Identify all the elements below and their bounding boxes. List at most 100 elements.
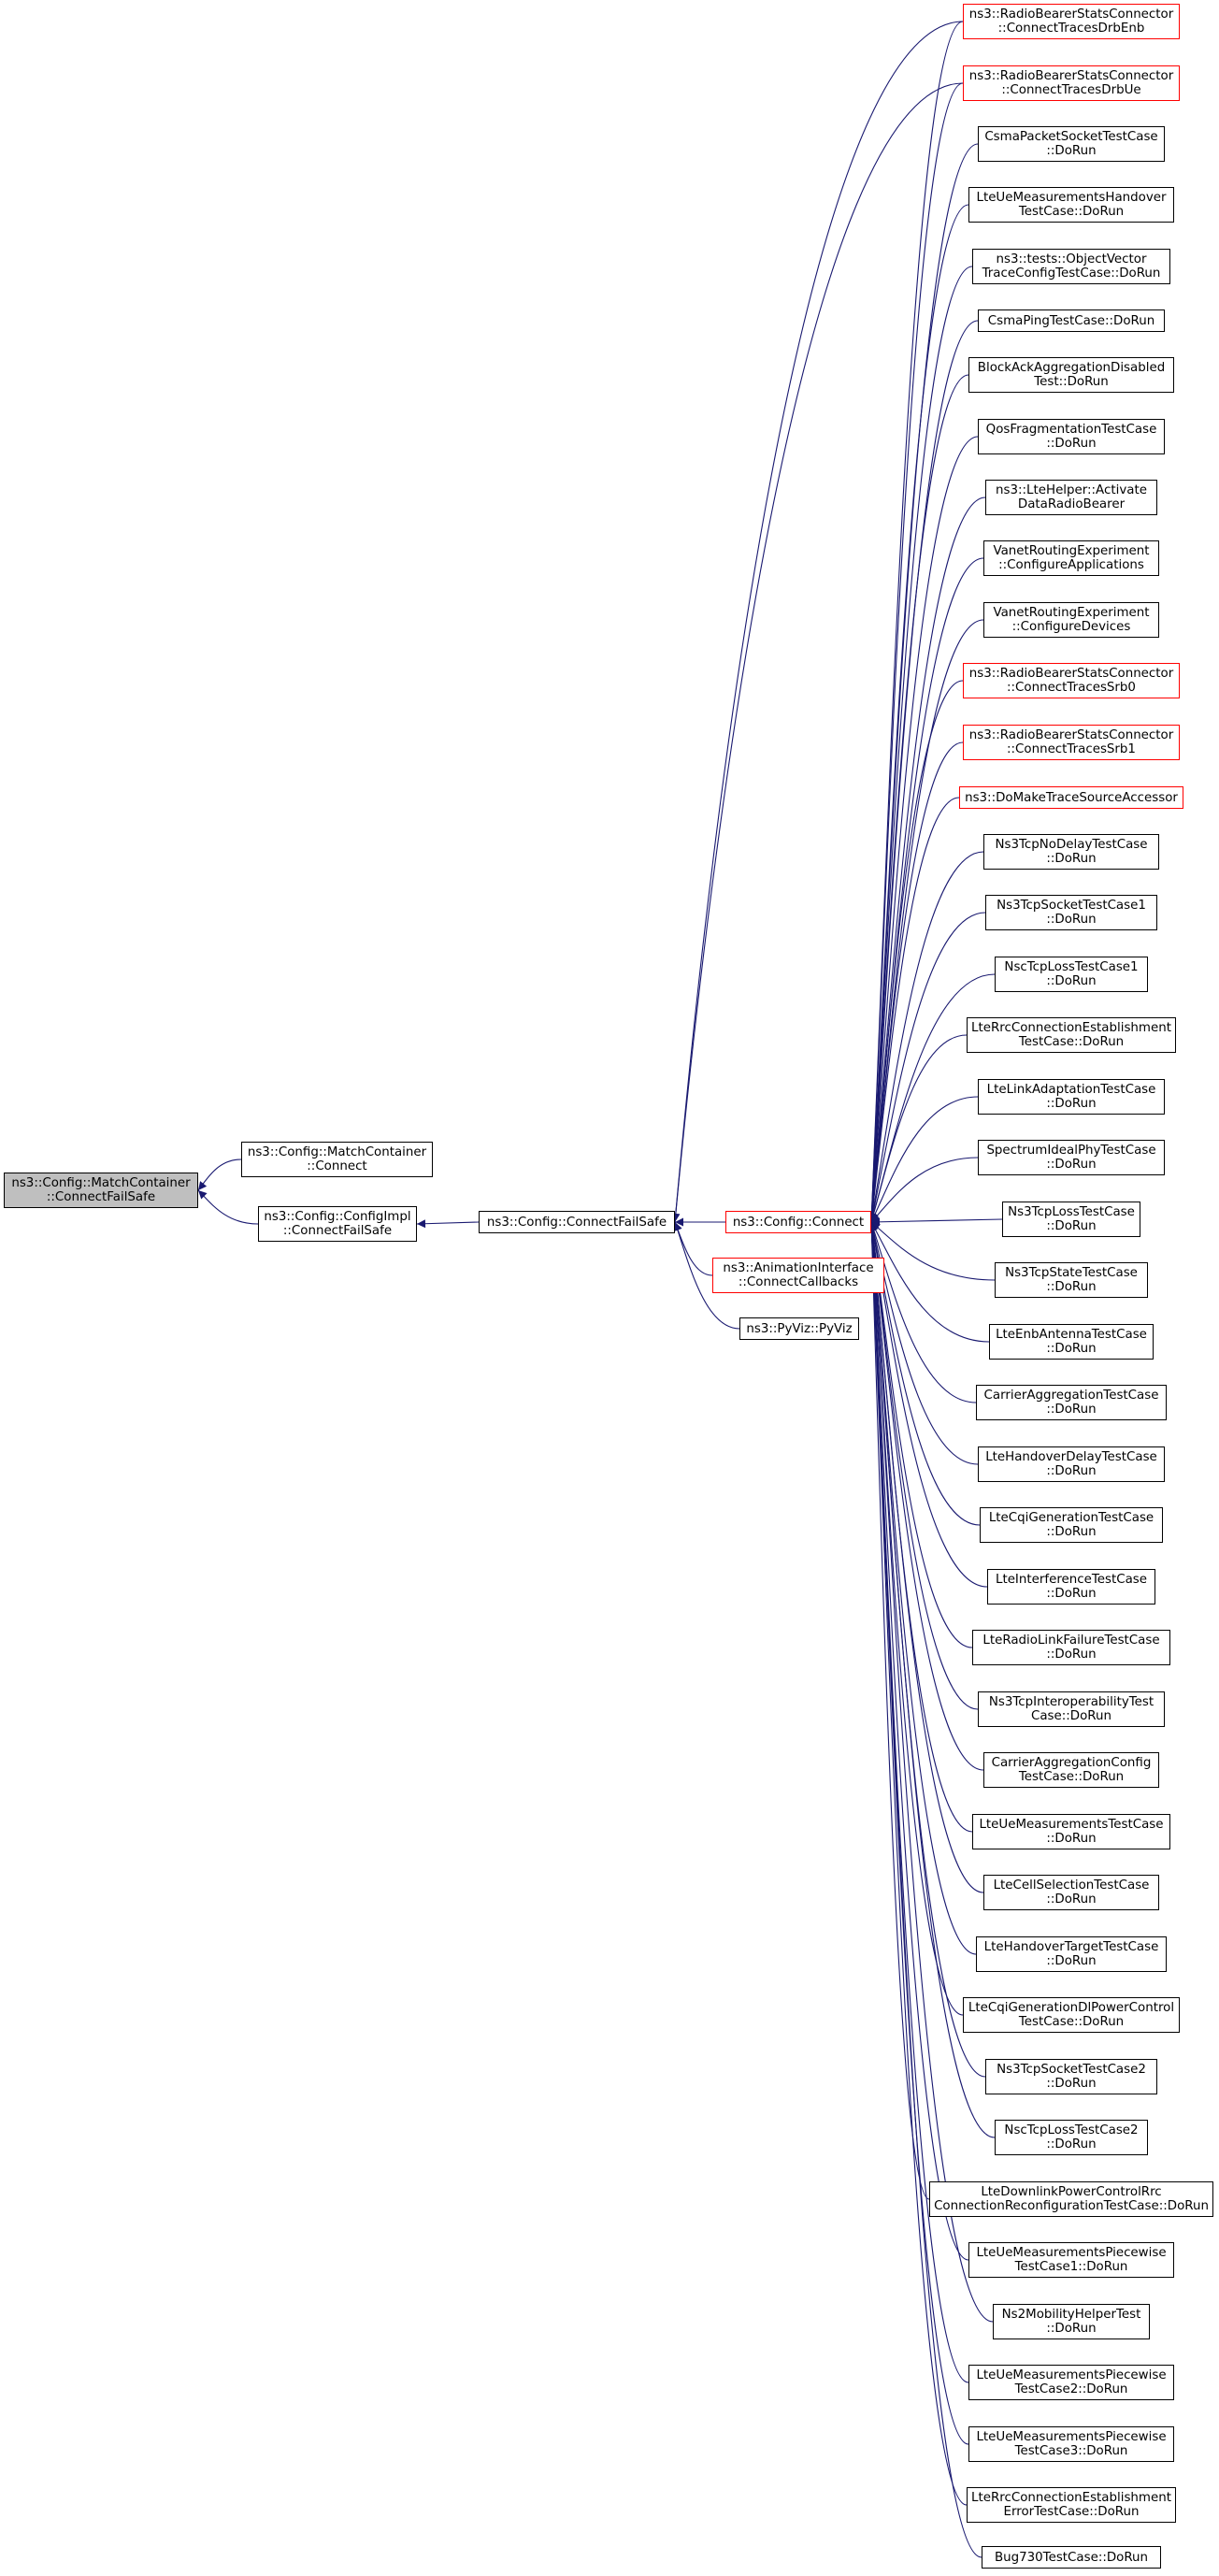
node-matchcontainer-connect[interactable]: ns3::Config::MatchContainer ::Connect bbox=[241, 1142, 433, 1177]
node-label-line: ns3::Config::MatchContainer bbox=[11, 1176, 191, 1190]
node-label-line: TestCase1::DoRun bbox=[1014, 2260, 1128, 2274]
node-ltecqigenerationdlpowercontroltestcase[interactable]: LteCqiGenerationDlPowerControl TestCase:… bbox=[963, 1997, 1180, 2033]
node-ns3tcpsockettestcase2[interactable]: Ns3TcpSocketTestCase2 ::DoRun bbox=[985, 2059, 1157, 2094]
node-pyviz-pyviz[interactable]: ns3::PyViz::PyViz bbox=[739, 1317, 859, 1340]
node-lteinterferencetestcase[interactable]: LteInterferenceTestCase ::DoRun bbox=[987, 1569, 1155, 1605]
node-connecttracessrb1[interactable]: ns3::RadioBearerStatsConnector ::Connect… bbox=[963, 725, 1180, 760]
node-label-line: LteRadioLinkFailureTestCase bbox=[982, 1633, 1160, 1648]
node-ltehelper-activatedataradiobearer[interactable]: ns3::LteHelper::Activate DataRadioBearer bbox=[985, 480, 1157, 515]
node-lteradiolinkfailuretestcase[interactable]: LteRadioLinkFailureTestCase ::DoRun bbox=[972, 1630, 1170, 1665]
node-ltecellselectiontestcase[interactable]: LteCellSelectionTestCase ::DoRun bbox=[983, 1875, 1159, 1910]
node-label-line: ::DoRun bbox=[1046, 2077, 1097, 2091]
node-lteuemeasurementspiecewisetestcase1[interactable]: LteUeMeasurementsPiecewise TestCase1::Do… bbox=[968, 2242, 1174, 2278]
node-lteuemeasurementspiecewisetestcase3[interactable]: LteUeMeasurementsPiecewise TestCase3::Do… bbox=[968, 2426, 1174, 2462]
edge-n3-to-n2 bbox=[416, 1219, 480, 1229]
node-label-line: CarrierAggregationTestCase bbox=[983, 1389, 1159, 1403]
node-label-line: ns3::Config::ConfigImpl bbox=[264, 1210, 411, 1224]
node-label-line: ::ConnectFailSafe bbox=[282, 1224, 393, 1238]
node-objectvectortraceconfigtestcase[interactable]: ns3::tests::ObjectVector TraceConfigTest… bbox=[972, 249, 1170, 284]
node-bug730testcase[interactable]: Bug730TestCase::DoRun bbox=[982, 2546, 1161, 2569]
node-label-line: BlockAckAggregationDisabled bbox=[977, 361, 1166, 375]
node-label-line: Ns2MobilityHelperTest bbox=[1001, 2308, 1141, 2322]
node-vanetroutingexperiment-configureapplications[interactable]: VanetRoutingExperiment ::ConfigureApplic… bbox=[983, 540, 1159, 576]
node-lteuemeasurementspiecewisetestcase2[interactable]: LteUeMeasurementsPiecewise TestCase2::Do… bbox=[968, 2365, 1174, 2400]
edge-r23-to-n4 bbox=[869, 1221, 977, 1403]
edge-r8-to-n4 bbox=[868, 496, 986, 1223]
node-label-line: Test::DoRun bbox=[1034, 375, 1109, 389]
edge-r21-to-n4 bbox=[870, 1221, 996, 1281]
node-label-line: ::ConnectTracesDrbUe bbox=[1001, 83, 1141, 97]
node-ltecqigenerationtestcase[interactable]: LteCqiGenerationTestCase ::DoRun bbox=[980, 1507, 1163, 1543]
node-csmapacketsockettestcase[interactable]: CsmaPacketSocketTestCase ::DoRun bbox=[978, 126, 1165, 162]
node-label-line: Ns3TcpLossTestCase bbox=[1008, 1205, 1135, 1219]
node-config-connect[interactable]: ns3::Config::Connect bbox=[725, 1211, 871, 1233]
node-csmapingtestcase[interactable]: CsmaPingTestCase::DoRun bbox=[978, 309, 1165, 332]
node-configimpl-connectfailsafe[interactable]: ns3::Config::ConfigImpl ::ConnectFailSaf… bbox=[258, 1206, 417, 1242]
node-vanetroutingexperiment-configuredevices[interactable]: VanetRoutingExperiment ::ConfigureDevice… bbox=[983, 602, 1159, 638]
node-connecttracesdrbue[interactable]: ns3::RadioBearerStatsConnector ::Connect… bbox=[963, 65, 1180, 101]
edge-r1-to-n3 bbox=[671, 82, 964, 1223]
node-ns3tcpinteroperabilitytestcase[interactable]: Ns3TcpInteroperabilityTest Case::DoRun bbox=[978, 1691, 1165, 1727]
edge-r12-to-n4 bbox=[868, 741, 964, 1223]
node-lteuemeasurementstestcase[interactable]: LteUeMeasurementsTestCase ::DoRun bbox=[972, 1814, 1170, 1849]
node-label-line: ::DoRun bbox=[1046, 1954, 1097, 1968]
edge-r0-to-n3 bbox=[671, 21, 964, 1223]
node-label-line: ::DoRun bbox=[1046, 2322, 1097, 2336]
node-ltehandoverdelaytestcase[interactable]: LteHandoverDelayTestCase ::DoRun bbox=[978, 1446, 1165, 1482]
node-label-line: ::ConnectTracesDrbEnb bbox=[997, 22, 1145, 36]
node-ns2mobilityhelpertest[interactable]: Ns2MobilityHelperTest ::DoRun bbox=[993, 2304, 1150, 2339]
node-ns3tcplosstestcase[interactable]: Ns3TcpLossTestCase ::DoRun bbox=[1002, 1202, 1140, 1237]
node-label-line: ::DoRun bbox=[1046, 437, 1097, 451]
edge-r1-to-n4 bbox=[867, 82, 964, 1223]
node-connecttracesdrbenb[interactable]: ns3::RadioBearerStatsConnector ::Connect… bbox=[963, 4, 1180, 39]
node-label-line: ::ConnectTracesSrb0 bbox=[1007, 681, 1136, 695]
node-label-line: ::DoRun bbox=[1046, 1403, 1097, 1417]
edge-r0-to-n4 bbox=[867, 21, 964, 1223]
node-ltehandovertargettestcase[interactable]: LteHandoverTargetTestCase ::DoRun bbox=[976, 1936, 1167, 1972]
node-spectrumidealphytestcase[interactable]: SpectrumIdealPhyTestCase ::DoRun bbox=[978, 1140, 1165, 1175]
node-ltedownlinkpowercontrolrrcconnectionreconfigurationtestcase[interactable]: LteDownlinkPowerControlRrc ConnectionRec… bbox=[929, 2181, 1213, 2217]
node-label-line: ::DoRun bbox=[1046, 1832, 1097, 1846]
edge-n6-to-n3 bbox=[673, 1221, 740, 1330]
node-label-line: ::Connect bbox=[307, 1159, 367, 1173]
edge-r28-to-n4 bbox=[868, 1221, 979, 1710]
node-label-line: VanetRoutingExperiment bbox=[993, 606, 1150, 620]
node-nsctcplosstestcase1[interactable]: NscTcpLossTestCase1 ::DoRun bbox=[995, 957, 1148, 992]
node-label-line: ns3::Config::ConnectFailSafe bbox=[486, 1215, 667, 1230]
node-ltelinkadaptationtestcase[interactable]: LteLinkAdaptationTestCase ::DoRun bbox=[978, 1079, 1165, 1115]
node-lteenbantennatestcase[interactable]: LteEnbAntennaTestCase ::DoRun bbox=[989, 1324, 1154, 1360]
node-ns3tcpnodelaytestcase[interactable]: Ns3TcpNoDelayTestCase ::DoRun bbox=[983, 834, 1159, 870]
node-carrieraggregationconfigtestcase[interactable]: CarrierAggregationConfig TestCase::DoRun bbox=[983, 1752, 1159, 1788]
node-ltercconnectionestablishmenttestcase[interactable]: LteRrcConnectionEstablishment TestCase::… bbox=[967, 1017, 1176, 1053]
node-animationinterface-connectcallbacks[interactable]: ns3::AnimationInterface ::ConnectCallbac… bbox=[712, 1258, 884, 1293]
edge-r4-to-n4 bbox=[868, 266, 973, 1223]
edge-r37-to-n4 bbox=[867, 1221, 969, 2261]
node-connecttracessrb0[interactable]: ns3::RadioBearerStatsConnector ::Connect… bbox=[963, 663, 1180, 698]
node-label-line: ::DoRun bbox=[1046, 144, 1097, 158]
edge-r15-to-n4 bbox=[868, 912, 986, 1223]
edge-n5-to-n3 bbox=[674, 1221, 713, 1276]
node-ns3tcpsockettestcase1[interactable]: Ns3TcpSocketTestCase1 ::DoRun bbox=[985, 895, 1157, 930]
node-domaketracesourceaccessor[interactable]: ns3::DoMakeTraceSourceAccessor bbox=[959, 786, 1183, 809]
node-blockackaggregationdisabledtest[interactable]: BlockAckAggregationDisabled Test::DoRun bbox=[968, 357, 1174, 393]
node-carrieraggregationtestcase[interactable]: CarrierAggregationTestCase ::DoRun bbox=[976, 1385, 1167, 1420]
node-qosfragmentationtestcase[interactable]: QosFragmentationTestCase ::DoRun bbox=[978, 419, 1165, 454]
node-label-line: LteUeMeasurementsHandover bbox=[976, 191, 1167, 205]
node-label-line: ::DoRun bbox=[1046, 1219, 1097, 1233]
node-nsctcplosstestcase2[interactable]: NscTcpLossTestCase2 ::DoRun bbox=[995, 2120, 1148, 2155]
node-label-line: ns3::RadioBearerStatsConnector bbox=[968, 728, 1174, 742]
edge-r29-to-n4 bbox=[868, 1221, 984, 1771]
node-label-line: NscTcpLossTestCase2 bbox=[1004, 2123, 1139, 2137]
node-label-line: ::DoRun bbox=[1046, 1280, 1097, 1294]
node-label-line: ns3::Config::Connect bbox=[732, 1215, 865, 1230]
node-label-line: ::DoRun bbox=[1046, 1097, 1097, 1111]
node-label-line: ::DoRun bbox=[1046, 1892, 1097, 1907]
node-config-connectfailsafe[interactable]: ns3::Config::ConnectFailSafe bbox=[479, 1211, 675, 1233]
node-ns3tcpstatetestcase[interactable]: Ns3TcpStateTestCase ::DoRun bbox=[995, 1262, 1148, 1298]
node-label-line: ns3::LteHelper::Activate bbox=[996, 483, 1147, 497]
node-lteuemeasurementshandovertestcase[interactable]: LteUeMeasurementsHandover TestCase::DoRu… bbox=[968, 187, 1174, 223]
node-ltercconnectionestablishmenterrortestcase[interactable]: LteRrcConnectionEstablishment ErrorTestC… bbox=[967, 2487, 1176, 2523]
node-label-line: ::DoRun bbox=[1046, 1464, 1097, 1478]
node-label-line: TestCase::DoRun bbox=[1018, 2015, 1125, 2029]
